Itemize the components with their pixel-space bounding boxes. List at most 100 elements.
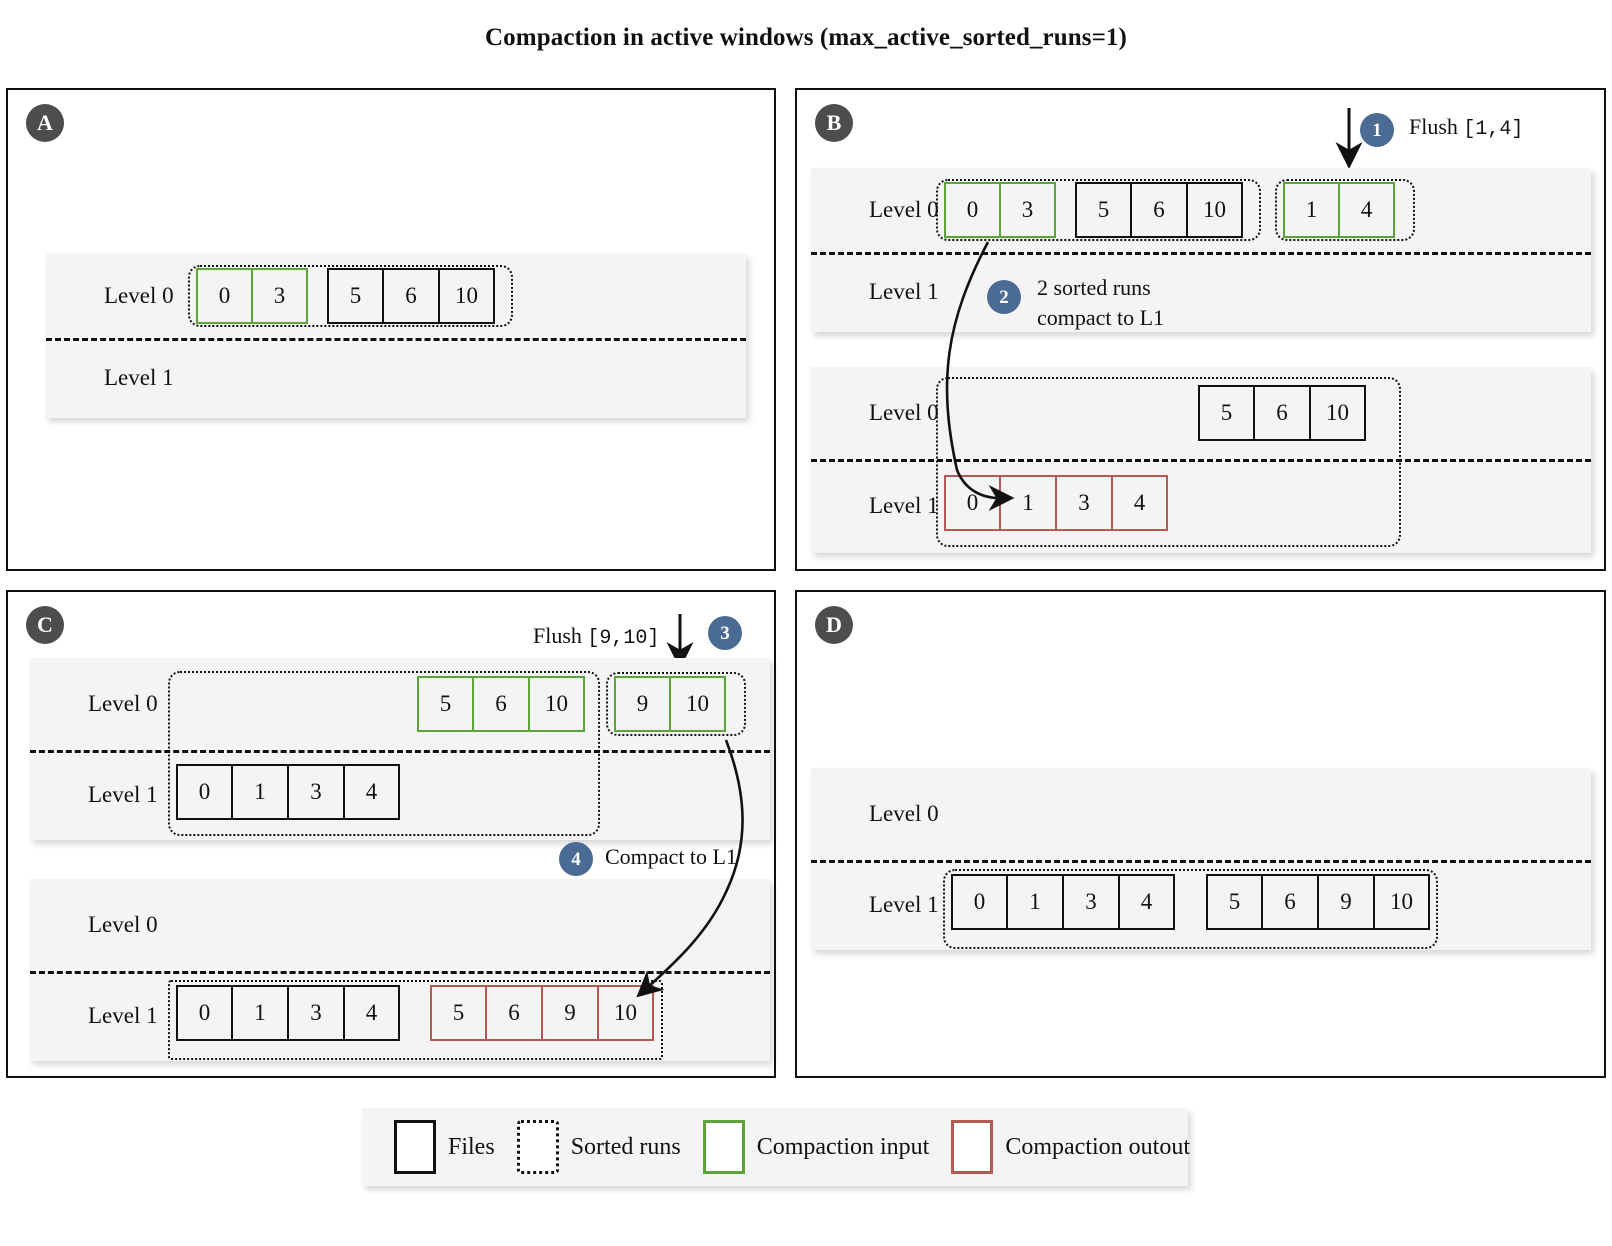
panel-c-stack-top: Level 0 5 6 10 9 10 Level 1 0 1 3 xyxy=(30,658,770,840)
flush-text: Flush xyxy=(533,623,582,648)
file-cell: 9 xyxy=(1318,874,1374,930)
file-cell: 6 xyxy=(1254,385,1310,441)
level1-row: Level 1 xyxy=(46,338,746,418)
file-cell: 10 xyxy=(670,676,726,732)
file-run: 5 6 9 10 xyxy=(430,985,654,1041)
file-cell: 6 xyxy=(486,985,542,1041)
level0-row: Level 0 xyxy=(811,768,1591,860)
flush-label-1: Flush [1,4] xyxy=(1409,112,1523,143)
page-title: Compaction in active windows (max_active… xyxy=(485,24,1127,51)
compact-note: Compact to L1 xyxy=(605,844,737,869)
step-3-badge: 3 xyxy=(708,616,742,650)
file-run: 0 1 3 4 xyxy=(951,874,1175,930)
file-cell: 10 xyxy=(1374,874,1430,930)
panel-d: D Level 0 Level 1 0 1 3 4 5 6 9 10 xyxy=(795,590,1606,1078)
file-cell: 0 xyxy=(176,764,232,820)
level0-row: Level 0 5 6 10 xyxy=(811,367,1591,459)
level1-row: Level 1 xyxy=(811,252,1591,332)
legend-item-sorted-runs: Sorted runs xyxy=(516,1120,703,1174)
panel-b-stack-top: Level 0 0 3 5 6 10 1 4 Level xyxy=(811,168,1591,332)
file-cell: 3 xyxy=(288,764,344,820)
file-run: 0 1 3 4 xyxy=(944,475,1168,531)
file-cell: 6 xyxy=(1131,182,1187,238)
level0-label: Level 0 xyxy=(869,197,939,222)
file-cell: 1 xyxy=(232,985,288,1041)
level1-row: Level 1 0 1 3 4 xyxy=(811,459,1591,553)
file-cell: 3 xyxy=(1000,182,1056,238)
file-cell: 5 xyxy=(1075,182,1131,238)
step-4-badge: 4 xyxy=(559,842,593,876)
file-cell: 3 xyxy=(288,985,344,1041)
green-box-icon xyxy=(702,1120,745,1174)
file-run: 5 6 9 10 xyxy=(1206,874,1430,930)
file-cell: 1 xyxy=(1000,475,1056,531)
level1-label: Level 1 xyxy=(88,782,158,807)
level1-label: Level 1 xyxy=(88,1003,158,1028)
legend-label: Compaction input xyxy=(756,1133,930,1160)
step-2-badge: 2 xyxy=(987,280,1021,314)
level0-label: Level 0 xyxy=(88,912,158,937)
file-run: 5 6 10 xyxy=(417,676,585,732)
file-cell: 5 xyxy=(1198,385,1254,441)
file-cell: 0 xyxy=(951,874,1007,930)
legend: Files Sorted runs Compaction input Compa… xyxy=(362,1108,1190,1186)
compact-note-line2: compact to L1 xyxy=(1037,304,1165,330)
file-cell: 1 xyxy=(1007,874,1063,930)
level-divider xyxy=(811,860,1591,863)
legend-label: Files xyxy=(448,1133,495,1160)
legend-label: Sorted runs xyxy=(570,1133,681,1160)
file-cell: 6 xyxy=(473,676,529,732)
file-cell: 10 xyxy=(529,676,585,732)
panel-b-stack-bottom: Level 0 5 6 10 Level 1 0 1 3 4 xyxy=(811,367,1591,553)
panel-a-stack: Level 0 0 3 5 6 10 Level 1 xyxy=(46,254,746,418)
legend-item-compaction-input: Compaction input xyxy=(702,1120,952,1174)
file-run: 5 6 10 xyxy=(1075,182,1243,238)
compact-note: 2 sorted runs compact to L1 xyxy=(1037,273,1164,332)
level-divider xyxy=(30,971,770,974)
level-divider xyxy=(811,252,1591,255)
panel-a: A Level 0 0 3 5 6 10 Level 1 xyxy=(6,88,776,571)
file-cell: 9 xyxy=(542,985,598,1041)
file-cell: 1 xyxy=(1283,182,1339,238)
panel-b: B 1 Flush [1,4] Level 0 0 3 xyxy=(795,88,1606,571)
file-cell: 3 xyxy=(1056,475,1112,531)
level0-label: Level 0 xyxy=(104,283,174,308)
level1-row: Level 1 0 1 3 4 5 6 9 10 xyxy=(811,860,1591,950)
file-cell: 4 xyxy=(1339,182,1395,238)
file-run: 0 1 3 4 xyxy=(176,764,400,820)
file-run: 0 3 xyxy=(944,182,1056,238)
legend-item-files: Files xyxy=(394,1120,517,1174)
file-cell: 10 xyxy=(439,268,495,324)
dotted-box-icon xyxy=(516,1120,559,1174)
file-cell: 0 xyxy=(176,985,232,1041)
level1-row: Level 1 0 1 3 4 5 6 9 10 xyxy=(30,971,770,1061)
file-cell: 5 xyxy=(327,268,383,324)
legend-item-compaction-output: Compaction outout xyxy=(951,1120,1212,1174)
file-run: 5 6 10 xyxy=(1198,385,1366,441)
file-cell: 3 xyxy=(1063,874,1119,930)
legend-label: Compaction outout xyxy=(1005,1133,1190,1160)
level-divider xyxy=(811,459,1591,462)
flush-range: [1,4] xyxy=(1463,118,1524,141)
file-cell: 0 xyxy=(944,182,1000,238)
panel-d-badge: D xyxy=(815,606,853,644)
file-cell: 10 xyxy=(1310,385,1366,441)
level-divider xyxy=(30,750,770,753)
compact-note-line1: 2 sorted runs xyxy=(1037,275,1151,300)
file-cell: 3 xyxy=(252,268,308,324)
level1-label: Level 1 xyxy=(869,279,939,304)
file-cell: 6 xyxy=(383,268,439,324)
level0-row: Level 0 5 6 10 9 10 xyxy=(30,658,770,750)
file-cell: 0 xyxy=(944,475,1000,531)
level0-row: Level 0 0 3 5 6 10 xyxy=(46,254,746,338)
file-run: 1 4 xyxy=(1283,182,1395,238)
file-cell: 5 xyxy=(1206,874,1262,930)
file-cell: 0 xyxy=(196,268,252,324)
level0-row: Level 0 xyxy=(30,879,770,971)
file-cell: 4 xyxy=(1119,874,1175,930)
panel-d-stack: Level 0 Level 1 0 1 3 4 5 6 9 10 xyxy=(811,768,1591,950)
solid-black-box-icon xyxy=(394,1120,436,1174)
file-run: 0 3 xyxy=(196,268,308,324)
file-cell: 5 xyxy=(430,985,486,1041)
